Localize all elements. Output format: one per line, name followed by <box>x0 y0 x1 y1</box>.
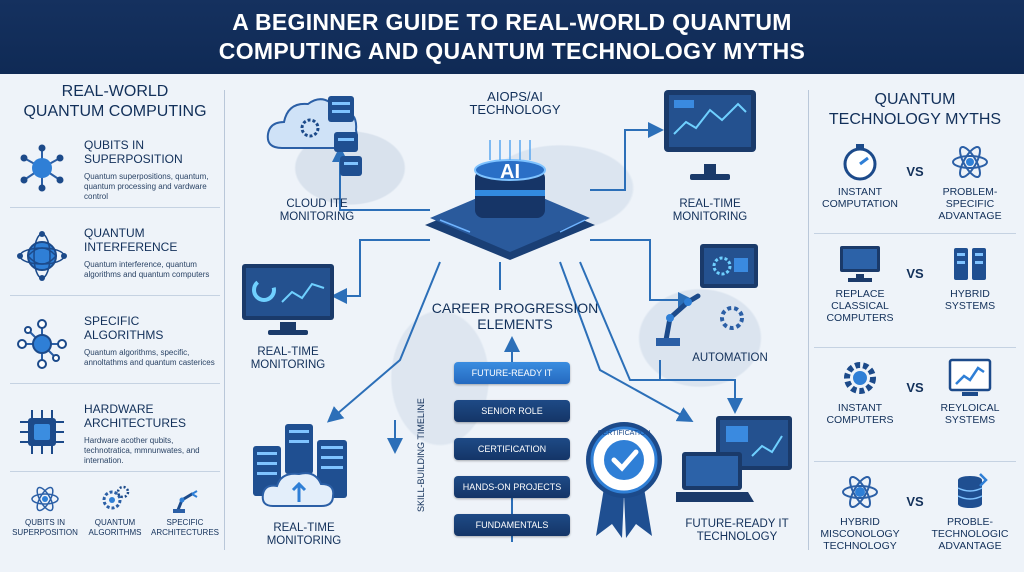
computer-icon <box>840 246 880 282</box>
chart-screen-icon <box>948 358 992 396</box>
chip-icon <box>20 410 64 454</box>
list-item-algorithms: SPECIFIC ALGORITHMS Quantum algorithms, … <box>10 308 220 384</box>
stopwatch-icon <box>843 144 877 181</box>
servers-cloud-icon <box>253 424 347 507</box>
header-banner: A BEGINNER GUIDE TO REAL-WORLD QUANTUM C… <box>0 0 1024 74</box>
realtime-monitoring-left-label: REAL-TIME MONITORING <box>250 346 326 371</box>
algorithm-network-icon <box>17 319 67 369</box>
monitor-chart-icon <box>242 264 334 335</box>
item-desc: Quantum interference, quantum algorithms… <box>84 260 210 279</box>
list-item-qubits: QUBITS IN SUPERPOSITION Quantum superpos… <box>10 132 220 208</box>
atom-icon <box>952 145 988 179</box>
mini-architectures: SPECIFIC ARCHITECTURES <box>150 484 220 538</box>
ai-chip-graphic: AI <box>425 140 595 260</box>
list-item-interference: QUANTUM INTERFERENCE Quantum interferenc… <box>10 220 220 296</box>
realtime-monitoring-bottom-label: REAL-TIME MONITORING <box>266 522 342 547</box>
cloud-monitoring-label: CLOUD ITE MONITORING <box>279 198 355 223</box>
step-fundamentals[interactable]: FUNDAMENTALS <box>454 514 570 536</box>
automation-label: AUTOMATION <box>692 352 768 364</box>
mini-icons-row: QUBITS IN SUPERPOSITION QUANTUM ALGORITH… <box>10 484 220 554</box>
cloud-servers-icon <box>266 96 362 176</box>
server-icon <box>954 248 986 280</box>
item-title: SPECIFIC ALGORITHMS <box>84 314 164 342</box>
vs-label: VS <box>906 494 924 509</box>
robot-arm-icon <box>173 490 198 513</box>
future-ready-label: FUTURE-READY IT TECHNOLOGY <box>685 518 789 543</box>
career-progression-title: CAREER PROGRESSION ELEMENTS <box>431 300 599 332</box>
step-hands-on[interactable]: HANDS-ON PROJECTS <box>454 476 570 498</box>
automation-robot-icon <box>656 244 758 346</box>
interference-sphere-icon <box>17 231 67 281</box>
atom-icon <box>31 486 59 512</box>
right-panel-title: QUANTUM TECHNOLOGY MYTHS <box>828 91 1002 128</box>
left-divider <box>224 90 225 550</box>
step-senior-role[interactable]: SENIOR ROLE <box>454 400 570 422</box>
vs-label: VS <box>906 380 924 395</box>
vs-label: VS <box>906 266 924 281</box>
page-title-line1: A BEGINNER GUIDE TO REAL-WORLD QUANTUM <box>232 9 792 35</box>
item-title: QUANTUM INTERFERENCE <box>84 226 178 254</box>
laptop-monitor-icon <box>676 416 792 502</box>
left-panel-real-world-quantum: REAL-WORLD QUANTUM COMPUTING QUBITS IN S… <box>10 82 220 562</box>
qubit-node-icon <box>20 144 64 192</box>
atom-icon <box>842 475 878 509</box>
item-title: QUBITS IN SUPERPOSITION <box>84 138 183 166</box>
page-title-line2: COMPUTING AND QUANTUM TECHNOLOGY MYTHS <box>218 38 806 64</box>
item-desc: Quantum superpositions, quantum, quantum… <box>84 172 209 201</box>
certification-badge-text: CERTIFICATION <box>597 430 650 437</box>
skill-timeline-label: SKILL-BUILDING TIMELINE <box>416 398 426 512</box>
item-title: HARDWARE ARCHITECTURES <box>84 402 187 430</box>
gear-icon <box>844 362 876 394</box>
item-desc: Quantum algorithms, specific, annoltathm… <box>84 348 215 367</box>
left-panel-title: REAL-WORLD QUANTUM COMPUTING <box>23 83 207 120</box>
item-desc: Hardware acother qubits, technotratica, … <box>84 436 200 465</box>
right-divider <box>808 90 809 550</box>
certification-badge-icon: CERTIFICATION <box>586 422 662 538</box>
realtime-monitoring-top-label: REAL-TIME MONITORING <box>672 198 748 223</box>
step-future-ready[interactable]: FUTURE-READY IT <box>454 362 570 384</box>
mini-qubits: QUBITS IN SUPERPOSITION <box>10 484 80 538</box>
step-certification[interactable]: CERTIFICATION <box>454 438 570 460</box>
ai-chip-label: AI <box>500 161 520 183</box>
list-item-hardware: HARDWARE ARCHITECTURES Hardware acother … <box>10 396 220 472</box>
monitor-dashboard-icon <box>664 90 756 180</box>
gears-icon <box>102 485 130 510</box>
mini-algorithms: QUANTUM ALGORITHMS <box>80 484 150 538</box>
ai-technology-label: AIOps/AI TECHNOLOGY <box>469 89 561 117</box>
database-icon <box>957 473 988 508</box>
vs-label: VS <box>906 164 924 179</box>
